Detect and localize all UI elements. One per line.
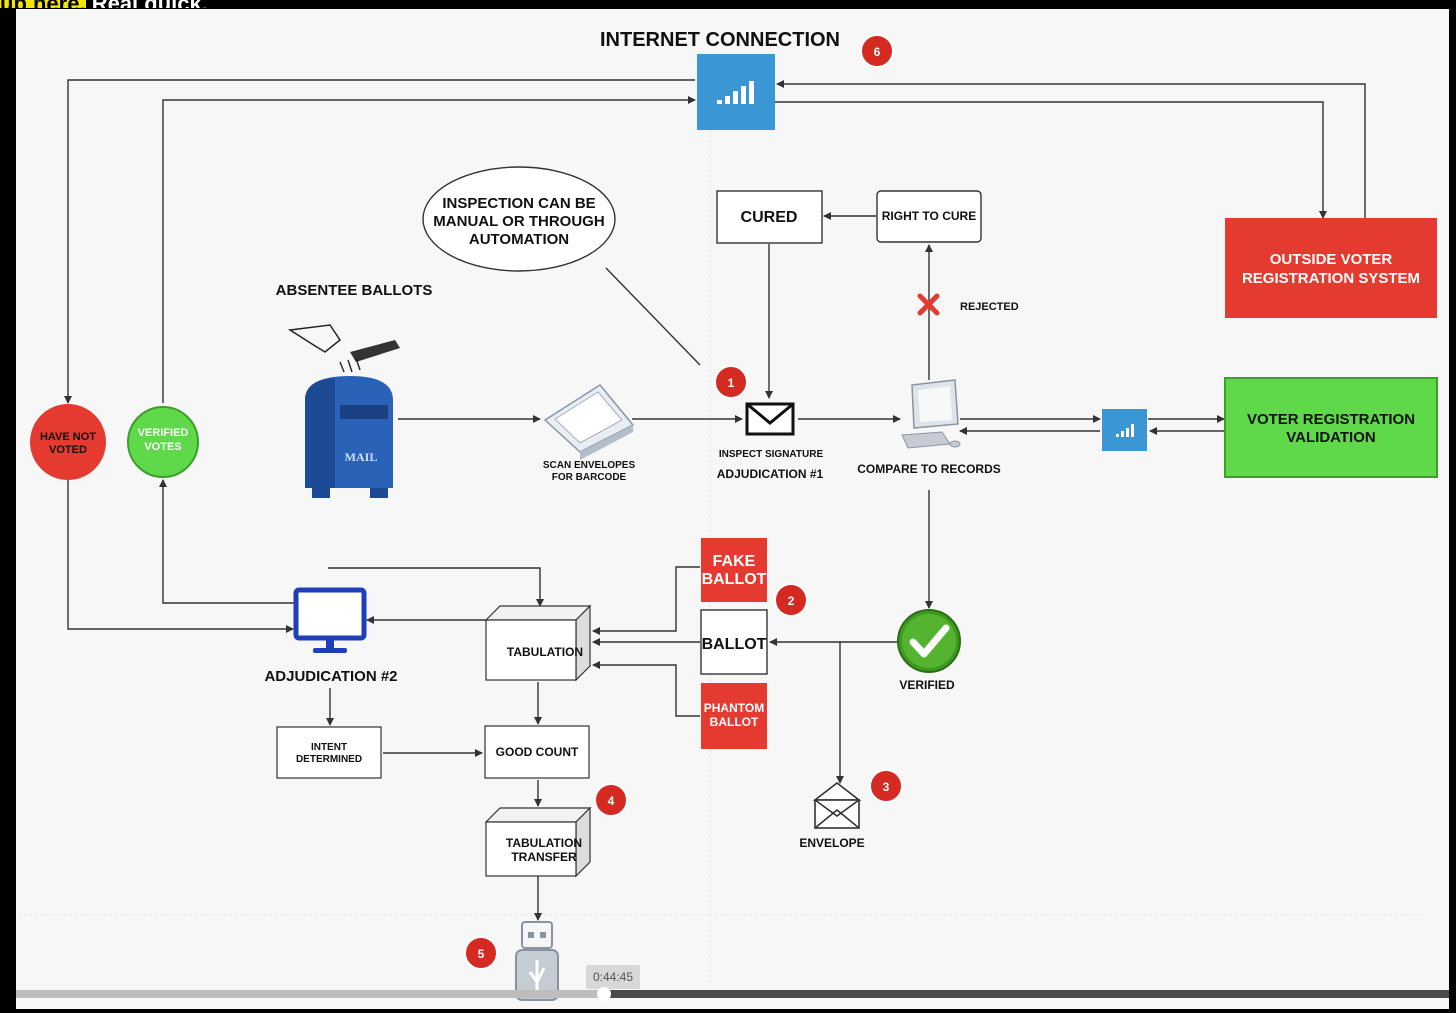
tabulation-transfer-box xyxy=(484,806,592,878)
caption-bar: up here. Real quick. xyxy=(0,0,600,8)
have-not-voted-circle xyxy=(30,404,106,480)
envelope-signature-icon xyxy=(745,402,795,436)
inspect-signature-label: INSPECT SIGNATURE xyxy=(719,449,824,460)
verified-votes-circle xyxy=(127,406,199,478)
inspection-note-bubble xyxy=(422,166,616,272)
mailbox-text: MAIL xyxy=(345,450,378,464)
connector xyxy=(776,80,1366,218)
cured-box xyxy=(716,190,823,244)
tabulation-transfer-line1: TABULATION xyxy=(506,836,582,850)
inspection-note-line3: AUTOMATION xyxy=(469,231,569,248)
connector xyxy=(162,96,696,403)
seek-bar[interactable] xyxy=(16,987,1449,1008)
usb-drive-icon xyxy=(515,921,559,1001)
verified-votes-line2: VOTES xyxy=(144,441,181,453)
connector xyxy=(775,101,1327,219)
adjudication-2-label: ADJUDICATION #2 xyxy=(264,668,397,685)
svg-text:6: 6 xyxy=(874,45,881,59)
have-not-voted-line2: VOTED xyxy=(49,444,87,456)
ballot-label: BALLOT xyxy=(702,636,767,653)
svg-text:4: 4 xyxy=(608,794,615,808)
connector xyxy=(328,567,544,607)
internet-connection-title: INTERNET CONNECTION xyxy=(600,29,840,51)
voter-reg-line1: VOTER REGISTRATION xyxy=(1247,411,1415,428)
monitor-icon xyxy=(293,587,367,653)
wifi-signal-icon xyxy=(697,54,775,130)
right-to-cure-label: RIGHT TO CURE xyxy=(882,209,976,223)
inspection-note-line1: INSPECTION CAN BE xyxy=(442,195,595,212)
connector xyxy=(159,479,296,604)
compare-to-records-label: COMPARE TO RECORDS xyxy=(857,462,1001,476)
good-count-box xyxy=(484,725,590,779)
tabulation-box xyxy=(484,604,592,682)
connector xyxy=(592,566,700,635)
step-marker-6: 6 xyxy=(860,34,894,68)
voter-registration-validation-box xyxy=(1224,377,1438,478)
phantom-ballot-box xyxy=(701,683,767,749)
right-to-cure-box xyxy=(876,190,982,243)
have-not-voted-line1: HAVE NOT xyxy=(40,431,96,443)
rejected-x-icon xyxy=(917,293,940,316)
inspection-note-line2: MANUAL OR THROUGH xyxy=(433,213,604,230)
adjudication-1-label: ADJUDICATION #1 xyxy=(717,467,824,481)
step-marker-1: 1 xyxy=(714,365,748,399)
step-marker-4: 4 xyxy=(594,783,628,817)
svg-text:3: 3 xyxy=(883,780,890,794)
good-count-label: GOOD COUNT xyxy=(496,745,579,759)
signal-small-icon xyxy=(1102,409,1147,451)
step-marker-5: 5 xyxy=(464,936,498,970)
verified-check-icon xyxy=(897,609,961,673)
seek-progress xyxy=(16,990,604,998)
diagram-canvas xyxy=(16,9,1449,1009)
intent-determined-line2: DETERMINED xyxy=(296,754,362,765)
phantom-ballot-line2: BALLOT xyxy=(710,715,759,729)
absentee-ballots-label: ABSENTEE BALLOTS xyxy=(276,282,433,299)
outside-voter-line1: OUTSIDE VOTER xyxy=(1270,251,1393,268)
outside-voter-line2: REGISTRATION SYSTEM xyxy=(1242,270,1420,287)
cured-label: CURED xyxy=(741,209,798,226)
verified-label: VERIFIED xyxy=(899,678,955,692)
mailbox-icon: MAIL xyxy=(305,376,393,498)
verified-votes-line1: VERIFIED xyxy=(138,427,189,439)
svg-text:5: 5 xyxy=(478,947,485,961)
fake-ballot-box xyxy=(701,538,767,602)
outside-voter-registration-box xyxy=(1225,218,1437,318)
scanner-icon xyxy=(543,384,635,460)
seek-track xyxy=(16,990,1449,998)
seek-handle[interactable] xyxy=(596,987,611,1001)
caption-text: Real quick. xyxy=(86,0,208,8)
envelope-label: ENVELOPE xyxy=(799,836,864,850)
rejected-label: REJECTED xyxy=(960,301,1019,313)
connectors xyxy=(64,79,1366,921)
caption-highlight: up here. xyxy=(0,0,86,8)
connector xyxy=(64,79,695,404)
connector xyxy=(592,661,700,717)
envelope-open-icon xyxy=(812,781,862,829)
tabulation-transfer-line2: TRANSFER xyxy=(511,850,577,864)
tabulation-label: TABULATION xyxy=(507,645,583,659)
intent-determined-line1: INTENT xyxy=(311,742,347,753)
ballot-box xyxy=(700,609,768,675)
computer-icon xyxy=(901,379,961,449)
step-marker-3: 3 xyxy=(869,769,903,803)
hand-ballot-icon xyxy=(287,324,400,373)
step-marker-2: 2 xyxy=(774,583,808,617)
scan-envelopes-line2: FOR BARCODE xyxy=(552,472,627,483)
svg-text:2: 2 xyxy=(788,594,795,608)
fake-ballot-line2: BALLOT xyxy=(702,571,767,588)
seek-timestamp-tooltip: 0:44:45 xyxy=(586,965,640,989)
voter-reg-line2: VALIDATION xyxy=(1286,429,1375,446)
svg-text:1: 1 xyxy=(728,376,735,390)
connector xyxy=(67,480,294,633)
intent-determined-box xyxy=(276,726,382,779)
phantom-ballot-line1: PHANTOM xyxy=(704,701,764,715)
scan-envelopes-line1: SCAN ENVELOPES xyxy=(543,460,636,471)
connector xyxy=(605,267,701,366)
fake-ballot-line1: FAKE xyxy=(713,553,756,570)
